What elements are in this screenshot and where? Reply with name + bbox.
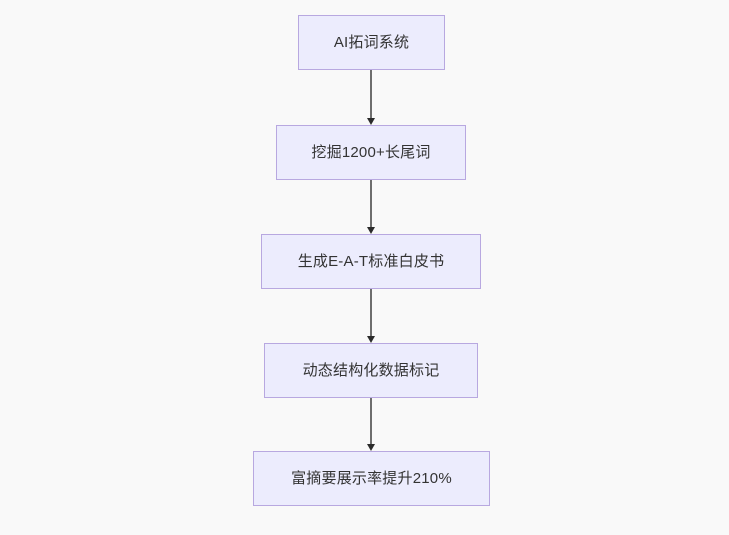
flow-node-label: 富摘要展示率提升210% <box>291 470 452 487</box>
connector-line <box>370 70 372 118</box>
flow-connector <box>367 289 375 343</box>
arrowhead-icon <box>367 227 375 234</box>
connector-line <box>370 180 372 227</box>
flow-node-label: 挖掘1200+长尾词 <box>311 144 431 161</box>
arrowhead-icon <box>367 118 375 125</box>
arrowhead-icon <box>367 336 375 343</box>
connector-line <box>370 289 372 336</box>
flow-connector <box>367 180 375 234</box>
flow-node-label: AI拓词系统 <box>333 34 410 51</box>
arrowhead-icon <box>367 444 375 451</box>
flow-node[interactable]: 生成E-A-T标准白皮书 <box>261 234 481 289</box>
flow-node[interactable]: 富摘要展示率提升210% <box>253 451 490 506</box>
flow-node[interactable]: AI拓词系统 <box>298 15 445 70</box>
flow-connector <box>367 70 375 125</box>
flow-node-label: 生成E-A-T标准白皮书 <box>297 253 445 270</box>
connector-line <box>370 398 372 444</box>
flow-node[interactable]: 挖掘1200+长尾词 <box>276 125 466 180</box>
flow-connector <box>367 398 375 451</box>
flow-node[interactable]: 动态结构化数据标记 <box>264 343 478 398</box>
flow-node-label: 动态结构化数据标记 <box>302 362 440 379</box>
